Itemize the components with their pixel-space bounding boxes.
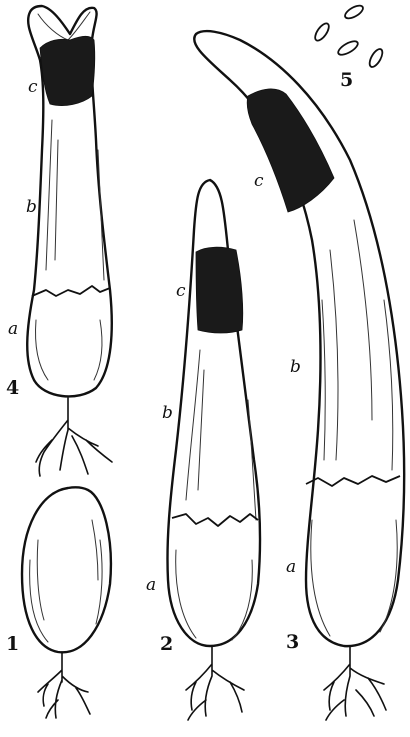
figure-5-number: 5 <box>340 69 353 91</box>
figure-2-label-a: a <box>146 575 156 595</box>
figure-4-number: 4 <box>6 377 19 399</box>
spore <box>336 39 360 58</box>
figure-4-zone-c <box>40 36 95 105</box>
figure-4-label-b: b <box>26 197 37 217</box>
spore <box>343 3 365 21</box>
figure-2-roots <box>186 646 244 720</box>
figure-2-label-c: c <box>176 281 186 301</box>
figure-4-specimen <box>27 6 112 476</box>
figure-2-zone-c <box>196 247 243 333</box>
figure-1-number: 1 <box>6 633 19 655</box>
figure-2-label-b: b <box>162 403 173 423</box>
figure-2-specimen <box>167 180 260 720</box>
figure-4-roots <box>36 398 112 476</box>
figure-3-roots <box>324 646 386 720</box>
figure-4-label-a: a <box>8 319 18 339</box>
figure-2-number: 2 <box>160 633 173 655</box>
spore <box>367 47 385 69</box>
figure-3-number: 3 <box>286 631 299 653</box>
figure-3-label-c: c <box>254 171 264 191</box>
figure-5-spores <box>313 3 385 69</box>
figure-1-roots <box>38 652 90 718</box>
figure-4-label-c: c <box>28 77 38 97</box>
figure-3-label-b: b <box>290 357 301 377</box>
spore <box>313 21 332 43</box>
figure-3-label-a: a <box>286 557 296 577</box>
figure-1-specimen <box>22 487 111 718</box>
